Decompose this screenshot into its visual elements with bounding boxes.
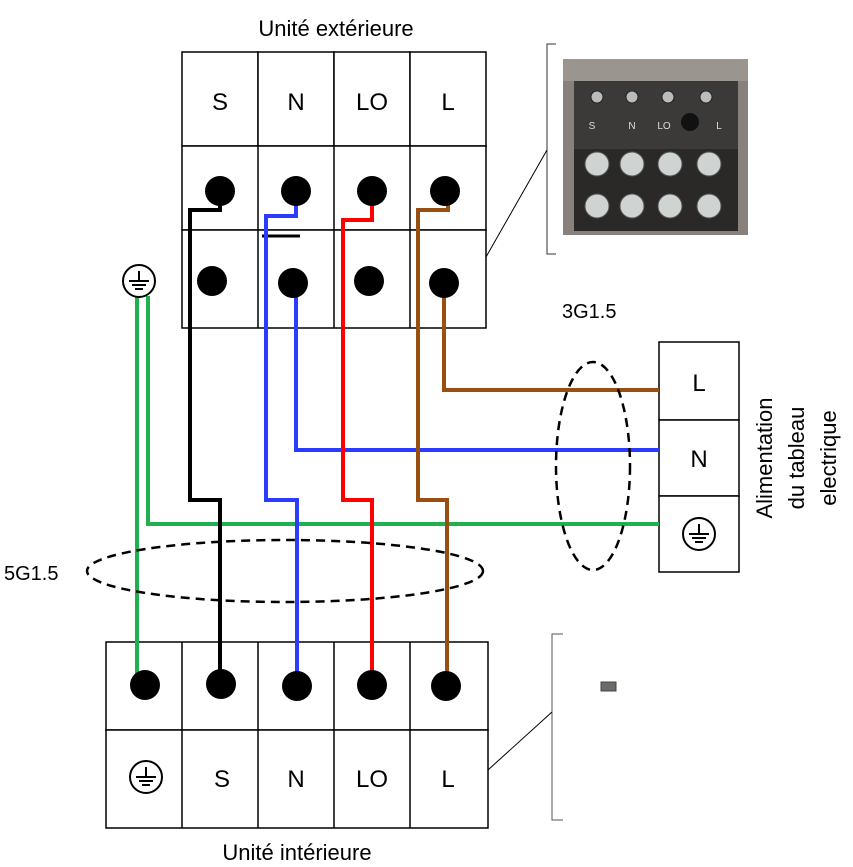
wire-n-supply [294,294,659,452]
outdoor-earth-icon [122,264,156,298]
indoor-terminal-earth [130,670,160,700]
interconnect-cable-label: 5G1.5 [4,563,58,585]
indoor-earth-icon [129,760,163,794]
photo-label-l: L [716,121,722,132]
wire-lo [341,198,374,686]
outdoor-terminal-lo-lower [354,266,384,296]
outdoor-terminal-s-lower [197,266,227,296]
outdoor-label-l: L [441,89,454,116]
outdoor-label-s: S [212,89,228,116]
supply-title-line-3: electrique [816,410,841,505]
terminal-block-photo: S N LO L [563,59,748,235]
supply-title-line-1: Alimentation [752,397,777,518]
outdoor-terminal-n-lower [278,268,308,298]
indoor-label-s: S [214,766,230,793]
indoor-terminal-l [431,671,461,701]
indoor-terminal-lo [357,670,387,700]
indoor-terminal-s [206,669,236,699]
supply-block: L N Alimentation du tableau electrique [658,341,841,573]
interconnect-cable-ellipse [85,538,485,604]
terminal-photo-callout: S N LO L [485,43,748,258]
wires [135,198,659,686]
indoor-terminal-n [282,671,312,701]
indoor-photo-callout [487,633,617,821]
indoor-photo-thumbnail [600,681,617,692]
photo-label-s: S [589,121,596,132]
cable-markers: 5G1.5 3G1.5 [4,301,632,604]
supply-label-n: N [690,446,707,473]
outdoor-terminal-l-upper [430,176,460,206]
outdoor-unit-title: Unité extérieure [258,16,413,41]
photo-label-n: N [628,121,635,132]
outdoor-terminal-lo-upper [357,176,387,206]
wire-s [188,198,222,686]
supply-title-line-2: du tableau [784,407,809,510]
indoor-label-lo: LO [356,766,388,793]
indoor-label-l: L [441,766,454,793]
outdoor-label-lo: LO [356,89,388,116]
wire-n-indoor [264,198,299,686]
photo-label-lo: LO [657,121,671,132]
outdoor-label-n: N [287,89,304,116]
supply-cable-label: 3G1.5 [562,301,616,323]
indoor-label-n: N [287,766,304,793]
supply-cable-ellipse [554,360,632,572]
outdoor-terminal-s-upper [205,176,235,206]
outdoor-terminal-l-lower [429,268,459,298]
indoor-unit-title: Unité intérieure [222,840,371,865]
earth-wire-supply [146,296,659,526]
outdoor-terminal-n-upper [281,176,311,206]
wire-l-indoor [416,198,450,686]
wire-l-supply [442,294,659,392]
supply-earth-icon [682,517,716,551]
supply-label-l: L [692,370,705,397]
